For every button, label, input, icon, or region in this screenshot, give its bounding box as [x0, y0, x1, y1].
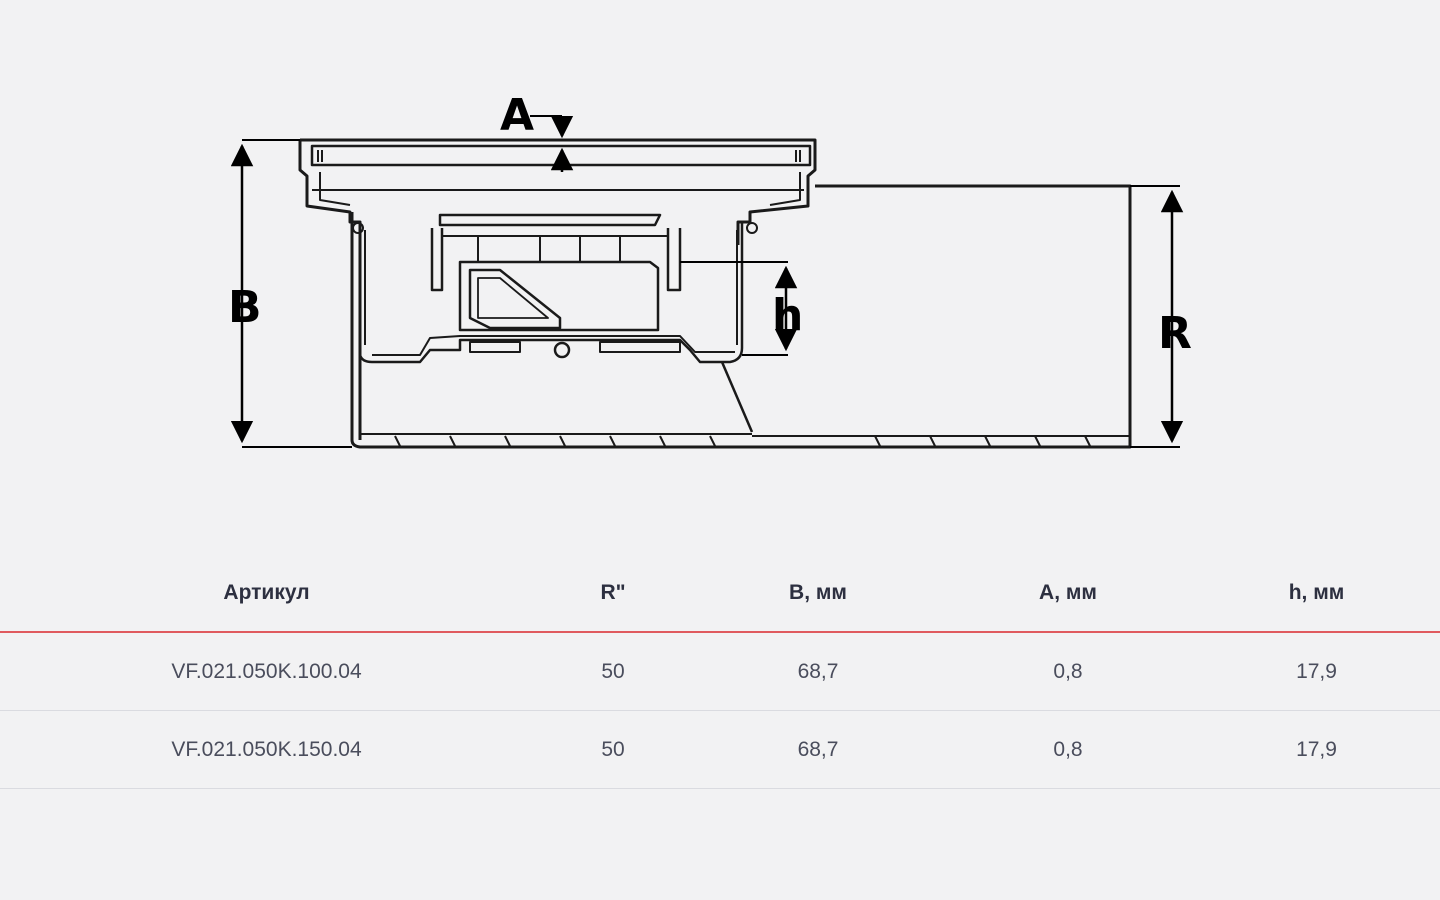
dimension-r: R	[1130, 185, 1192, 448]
header-h: h, мм	[1193, 555, 1440, 633]
technical-drawing: B A h R	[228, 90, 1192, 449]
dimension-b: B	[228, 139, 352, 448]
cell-h: 17,9	[1193, 632, 1440, 711]
cell-h: 17,9	[1193, 710, 1440, 789]
header-article: Артикул	[0, 555, 533, 633]
header-r: R"	[533, 555, 693, 633]
header-b: B, мм	[693, 555, 943, 633]
cell-article: VF.021.050K.150.04	[0, 710, 533, 789]
cell-r: 50	[533, 710, 693, 789]
drain-cross-section-diagram: B A h R	[228, 90, 1192, 449]
cell-r: 50	[533, 632, 693, 711]
cell-article: VF.021.050K.100.04	[0, 632, 533, 711]
cell-b: 68,7	[693, 632, 943, 711]
cell-a: 0,8	[943, 710, 1193, 789]
drain-body-outline	[298, 138, 1132, 449]
table-header-row: Артикул R" B, мм A, мм h, мм	[0, 555, 1440, 633]
header-a: A, мм	[943, 555, 1193, 633]
cell-b: 68,7	[693, 710, 943, 789]
dimension-a: A	[500, 90, 574, 172]
specifications-table: Артикул R" B, мм A, мм h, мм VF.021.050K…	[0, 555, 1440, 789]
label-h: h	[772, 290, 803, 341]
cell-a: 0,8	[943, 632, 1193, 711]
table-row: VF.021.050K.100.04 50 68,7 0,8 17,9	[0, 632, 1440, 711]
label-b: B	[228, 282, 262, 333]
table-row: VF.021.050K.150.04 50 68,7 0,8 17,9	[0, 710, 1440, 789]
label-a: A	[500, 90, 534, 141]
dimension-h: h	[680, 261, 803, 356]
label-r: R	[1158, 308, 1192, 359]
